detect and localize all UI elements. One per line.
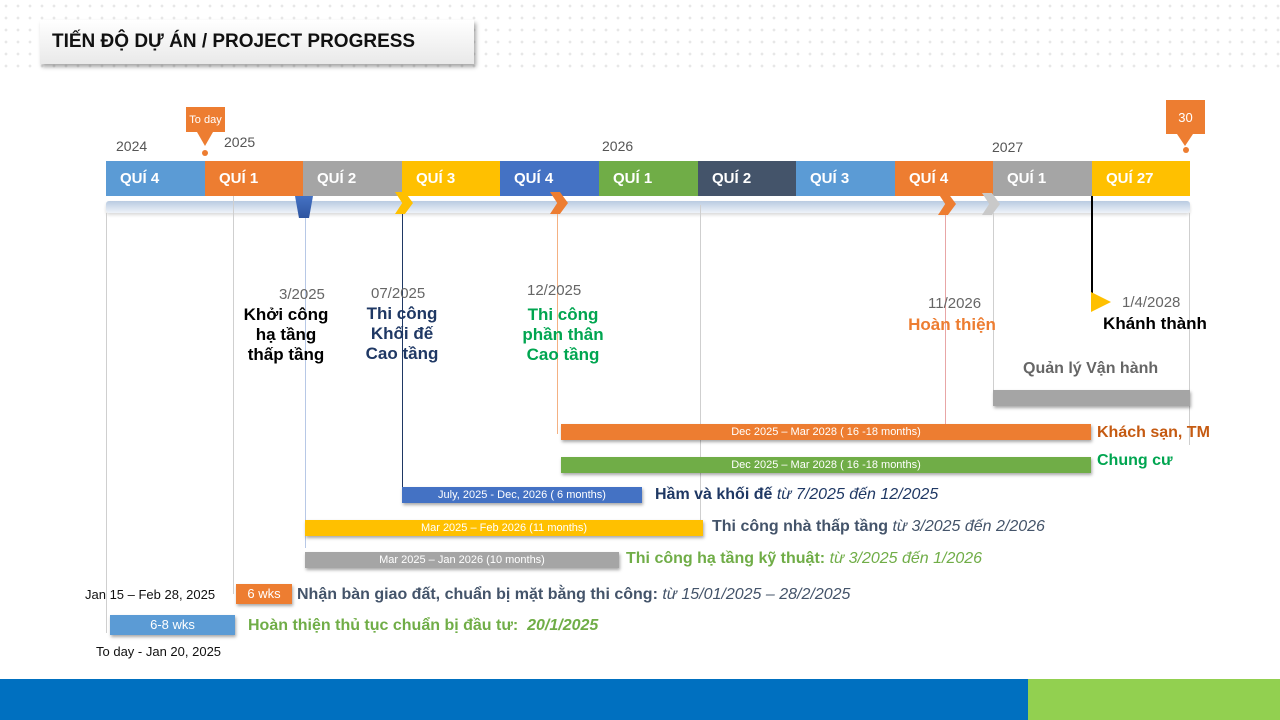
guide-line (402, 210, 403, 496)
end-marker-pointer (1177, 134, 1193, 146)
task-label: Khách sạn, TM (1097, 424, 1210, 441)
milestone-date: 12/2025 (527, 282, 582, 299)
task-bar-hotel: Dec 2025 – Mar 2028 ( 16 -18 months) (561, 424, 1091, 440)
quarter-cell: QUÍ 3 (402, 161, 500, 196)
milestone-label: Khánh thành (1103, 314, 1207, 333)
task-bar-handover: 6 wks (236, 584, 292, 604)
today-marker-dot (202, 150, 208, 156)
year-label-2027: 2027 (992, 139, 1024, 155)
task-label: Thi công hạ tầng kỹ thuật: từ 3/2025 đến… (626, 550, 983, 567)
guide-line (305, 218, 306, 548)
year-label-2025: 2025 (224, 134, 256, 150)
quarter-cell: QUÍ 2 (303, 161, 402, 196)
chevron-icon (550, 192, 568, 214)
task-side-label: Jan 15 – Feb 28, 2025 (85, 587, 216, 602)
chevron-icon (982, 193, 1000, 215)
guide-line (993, 213, 994, 391)
task-bar-infra: Mar 2025 – Jan 2026 (10 months) (305, 552, 619, 568)
quarter-cell: QUÍ 2 (698, 161, 796, 196)
guide-line (945, 214, 946, 434)
today-marker-pointer (197, 132, 213, 146)
task-bar-apartment: Dec 2025 – Mar 2028 ( 16 -18 months) (561, 457, 1091, 473)
today-marker (186, 107, 225, 132)
task-label: Hầm và khối đế từ 7/2025 đến 12/2025 (655, 486, 939, 503)
milestone-date: 3/2025 (279, 286, 325, 303)
task-label: Quản lý Vận hành (1023, 360, 1159, 377)
chevron-icon (395, 192, 413, 214)
quarter-cell: QUÍ 1 (599, 161, 698, 196)
quarter-cell: QUÍ 27 (1092, 161, 1190, 196)
today-marker-label: To day (189, 114, 222, 126)
milestone-label: Hoàn thiện (908, 315, 996, 334)
quarter-cell: QUÍ 3 (796, 161, 895, 196)
year-label-2026: 2026 (602, 138, 634, 154)
footer-band-green (1028, 679, 1280, 720)
guide-line (106, 213, 107, 633)
task-label: Thi công nhà thấp tầng từ 3/2025 đến 2/2… (712, 518, 1045, 535)
guide-line (1091, 196, 1093, 302)
end-marker-dot (1183, 147, 1189, 153)
task-bar-procedure: 6-8 wks (110, 615, 235, 635)
task-below-label: To day - Jan 20, 2025 (96, 644, 222, 659)
task-bar-operation (993, 390, 1190, 406)
task-bar-lowrise: Mar 2025 – Feb 2026 (11 months) (305, 520, 703, 536)
milestone-date: 07/2025 (371, 285, 426, 302)
quarter-cell: QUÍ 4 (500, 161, 599, 196)
quarter-cell: QUÍ 4 (895, 161, 993, 196)
guide-line (557, 212, 558, 434)
title-box: TIẾN ĐỘ DỰ ÁN / PROJECT PROGRESS (40, 20, 474, 64)
milestone-date: 11/2026 (928, 295, 982, 312)
end-marker (1166, 100, 1205, 134)
task-bar-basement: July, 2025 - Dec, 2026 ( 6 months) (402, 487, 642, 503)
guide-line (1189, 213, 1190, 445)
milestone-date: 1/4/2028 (1122, 294, 1181, 311)
chevron-icon (938, 193, 956, 215)
year-label-2024: 2024 (116, 138, 148, 154)
footer-band-blue (0, 679, 1028, 720)
timeline-rail (106, 201, 1190, 213)
task-label: Chung cư (1097, 452, 1173, 469)
quarter-cell: QUÍ 1 (993, 161, 1092, 196)
task-label: Hoàn thiện thủ tục chuẩn bị đầu tư: 20/1… (248, 617, 599, 634)
end-marker-label: 30 (1178, 110, 1193, 125)
task-label: Nhận bàn giao đất, chuẩn bị mặt bằng thi… (297, 586, 851, 603)
guide-line (233, 196, 234, 594)
page-title: TIẾN ĐỘ DỰ ÁN / PROJECT PROGRESS (52, 31, 416, 52)
quarter-cell: QUÍ 1 (205, 161, 303, 196)
flag-icon (1091, 292, 1111, 312)
milestone-shape (295, 196, 313, 218)
quarter-cell: QUÍ 4 (106, 161, 205, 196)
guide-line (700, 205, 701, 530)
